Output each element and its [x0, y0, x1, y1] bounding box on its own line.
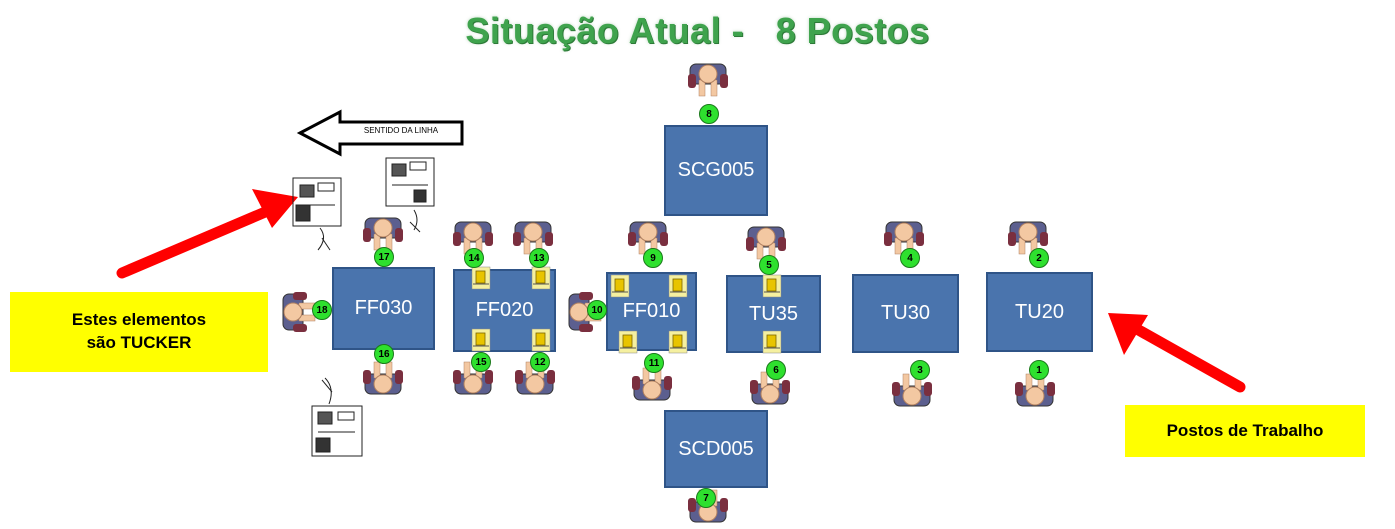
operator-5: [746, 226, 786, 260]
tucker-tool-ff010-4: [668, 330, 688, 354]
badge-3: 3: [910, 360, 930, 380]
station-scd005: SCD005: [664, 410, 768, 488]
tucker-callout-line2: são TUCKER: [86, 333, 192, 352]
badge-6: 6: [766, 360, 786, 380]
tucker-tool-ff010-1: [610, 274, 630, 298]
badge-14: 14: [464, 248, 484, 268]
operator-18: [282, 292, 316, 332]
station-tu30: TU30: [852, 274, 959, 353]
badge-4: 4: [900, 248, 920, 268]
badge-12: 12: [530, 352, 550, 372]
tucker-machine-1: [292, 177, 342, 251]
operator-13: [513, 221, 553, 255]
badge-8: 8: [699, 104, 719, 124]
tucker-callout: Estes elementos são TUCKER: [10, 292, 268, 372]
badge-15: 15: [471, 352, 491, 372]
badge-2: 2: [1029, 248, 1049, 268]
tucker-tool-ff020-2: [531, 266, 551, 290]
station-scg005: SCG005: [664, 125, 768, 216]
tucker-machine-2: [385, 157, 435, 233]
tucker-callout-line1: Estes elementos: [71, 310, 207, 330]
direction-label: SENTIDO DA LINHA: [363, 126, 439, 135]
tucker-tool-tu35-2: [762, 330, 782, 354]
operator-8: [688, 63, 728, 97]
operator-11: [632, 367, 672, 401]
badge-7: 7: [696, 488, 716, 508]
tucker-tool-tu35-1: [762, 274, 782, 298]
badge-11: 11: [644, 353, 664, 373]
operator-10: [568, 292, 602, 332]
arrow-to-postos: [1108, 313, 1246, 393]
badge-17: 17: [374, 247, 394, 267]
tucker-tool-ff010-3: [618, 330, 638, 354]
station-tu20: TU20: [986, 272, 1093, 352]
operator-1: [1015, 373, 1055, 407]
operator-17: [363, 217, 403, 251]
station-ff030: FF030: [332, 267, 435, 350]
operator-16: [363, 361, 403, 395]
tucker-tool-ff020-4: [531, 328, 551, 352]
badge-13: 13: [529, 248, 549, 268]
operator-3: [892, 373, 932, 407]
badge-9: 9: [643, 248, 663, 268]
page-title: Situação Atual - 8 Postos: [465, 10, 930, 51]
badge-16: 16: [374, 344, 394, 364]
badge-1: 1: [1029, 360, 1049, 380]
operator-14: [453, 221, 493, 255]
tucker-machine-3: [311, 377, 363, 457]
badge-10: 10: [587, 300, 607, 320]
tucker-tool-ff020-1: [471, 266, 491, 290]
operator-2: [1008, 221, 1048, 255]
postos-callout: Postos de Trabalho: [1125, 405, 1365, 457]
operator-9: [628, 221, 668, 255]
arrow-to-tucker: [116, 189, 298, 279]
badge-5: 5: [759, 255, 779, 275]
tucker-tool-ff010-2: [668, 274, 688, 298]
operator-4: [884, 221, 924, 255]
tucker-tool-ff020-3: [471, 328, 491, 352]
badge-18: 18: [312, 300, 332, 320]
operator-15: [453, 361, 493, 395]
operator-6: [750, 371, 790, 405]
